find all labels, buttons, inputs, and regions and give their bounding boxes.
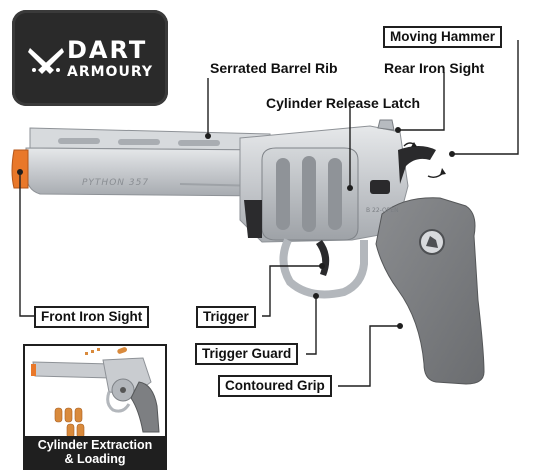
inset-caption-line-1: Cylinder Extraction [37, 438, 153, 452]
label-rear-iron-sight: Rear Iron Sight [384, 60, 485, 76]
inset-caption: Cylinder Extraction & Loading [25, 436, 165, 468]
leader-lines [19, 40, 519, 387]
barrel [25, 147, 271, 197]
rib-vents [58, 138, 220, 146]
inset-revolver-illustration [31, 347, 160, 439]
label-moving-hammer: Moving Hammer [383, 26, 503, 48]
bullets-icon [54, 407, 85, 439]
label-serrated-barrel-rib: Serrated Barrel Rib [210, 60, 338, 76]
label-front-iron-sight: Front Iron Sight [34, 306, 150, 328]
grip [375, 197, 485, 385]
label-contoured-grip: Contoured Grip [218, 375, 332, 397]
gun-engraving: PYTHON 357 [82, 178, 149, 188]
cylinder-flutes [276, 156, 342, 232]
cylinder-release-latch [370, 180, 390, 194]
hammer [398, 146, 436, 184]
label-cylinder-release-latch: Cylinder Release Latch [266, 95, 421, 111]
frame-engraving: B 22-OPEN [366, 207, 399, 214]
crossed-pistols-icon [28, 48, 64, 74]
inset-caption-line-2: & Loading [64, 452, 126, 466]
brand-line-2: ARMOURY [67, 64, 153, 80]
label-trigger: Trigger [196, 306, 256, 328]
trigger-shape [316, 240, 330, 276]
brand-logo: DART ARMOURY [12, 10, 168, 106]
rear-sight [377, 119, 395, 131]
leader-dots [17, 127, 455, 329]
cylinder-extraction-inset: Cylinder Extraction & Loading [23, 344, 167, 470]
brand-line-1: DART [67, 36, 148, 64]
label-trigger-guard: Trigger Guard [195, 343, 299, 365]
